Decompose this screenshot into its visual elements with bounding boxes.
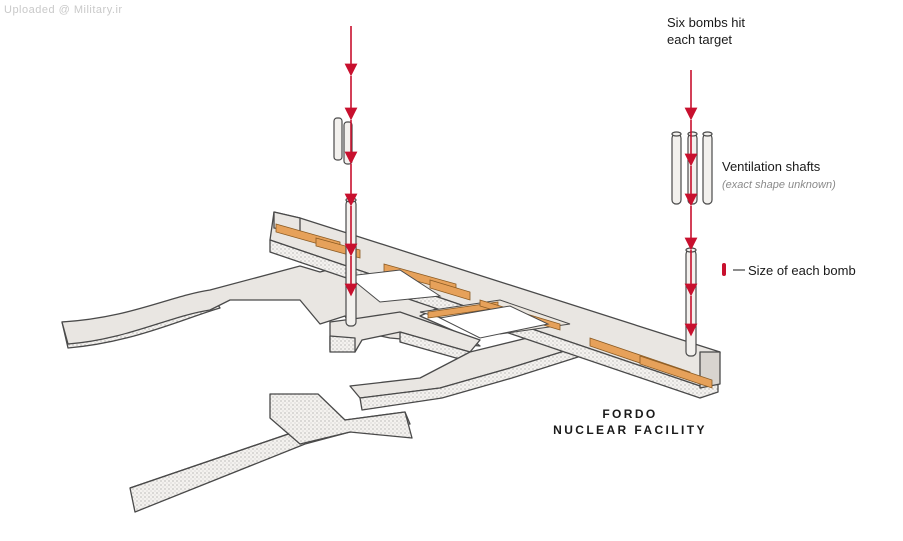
- bombs-callout: Six bombs hit each target: [667, 14, 745, 48]
- bombs-callout-line1: Six bombs hit: [667, 15, 746, 30]
- watermark: Uploaded @ Military.ir: [4, 4, 123, 16]
- bomb-size-legend: [722, 263, 745, 276]
- shaft-cluster-right: [671, 131, 713, 357]
- bomb-size-label: Size of each bomb: [748, 263, 856, 278]
- shafts-callout: Ventilation shafts: [722, 158, 820, 175]
- facility-type: NUCLEAR FACILITY: [553, 423, 707, 437]
- bomb-arrows: [344, 26, 698, 337]
- shafts-label: Ventilation shafts: [722, 159, 821, 174]
- facility-label: FORDO NUCLEAR FACILITY: [540, 406, 720, 438]
- bombs-callout-line2: each target: [667, 32, 733, 47]
- facility-name: FORDO: [602, 407, 658, 421]
- tunnel-network: [61, 211, 721, 513]
- shafts-note: (exact shape unknown): [722, 179, 836, 191]
- bomb-icon: [722, 263, 726, 276]
